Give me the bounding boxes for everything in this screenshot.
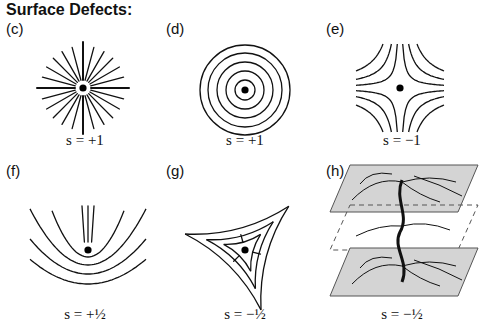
director-curve <box>352 265 402 284</box>
director-curve <box>261 206 289 310</box>
director-line <box>234 256 240 262</box>
panel-label: (d) <box>166 20 184 37</box>
director-circle <box>226 71 264 109</box>
defect-core <box>396 84 403 91</box>
charge-label: s = +1 <box>226 132 264 149</box>
director-line <box>47 92 76 109</box>
director-curve <box>409 44 444 79</box>
director-curve <box>360 173 392 184</box>
radial-defect <box>37 42 129 134</box>
defect-core <box>79 84 86 91</box>
hyperbolic-defect <box>356 44 444 132</box>
panel-label: (g) <box>166 162 184 179</box>
half-minus-defect <box>185 206 289 310</box>
director-curve <box>402 266 440 286</box>
director-line <box>90 67 119 84</box>
director-circle <box>235 80 255 100</box>
director-line <box>253 252 261 254</box>
director-line <box>87 95 104 124</box>
director-curve <box>356 44 391 79</box>
director-line <box>53 58 77 82</box>
panel-label: (c) <box>6 20 24 37</box>
director-curve <box>402 182 440 202</box>
director-curve <box>356 44 397 85</box>
half-plus-defect <box>30 206 146 284</box>
director-curve <box>30 259 146 284</box>
director-curve <box>356 44 383 71</box>
director-line <box>85 96 94 129</box>
director-line <box>62 52 79 81</box>
director-line <box>89 94 113 118</box>
charge-label: s = −1 <box>383 132 421 149</box>
panel-label: (e) <box>326 20 344 37</box>
layered-defect <box>330 165 478 296</box>
director-curve <box>417 44 444 71</box>
defect-core <box>241 246 248 253</box>
director-line <box>85 47 94 80</box>
charge-label: s = −½ <box>381 306 423 323</box>
charge-label: s = −½ <box>224 306 266 323</box>
director-line <box>82 96 84 134</box>
director-curve <box>402 224 450 230</box>
director-line <box>91 77 124 86</box>
defect-core <box>241 86 248 93</box>
director-curve <box>417 105 444 132</box>
director-line <box>42 77 75 86</box>
charge-label: s = +½ <box>64 306 106 323</box>
director-line <box>241 235 243 243</box>
director-line <box>89 58 113 82</box>
director-line <box>91 87 129 89</box>
director-curve <box>403 91 444 132</box>
director-circle <box>208 53 282 127</box>
director-curve <box>224 244 251 271</box>
director-curve <box>360 257 392 268</box>
director-curve <box>206 222 273 240</box>
defect-core <box>84 246 91 253</box>
director-curve <box>356 91 397 132</box>
director-curve <box>356 226 402 236</box>
figure-title: Surface Defects: <box>6 1 132 19</box>
director-curve <box>414 260 462 280</box>
director-curve <box>356 105 383 132</box>
panel-label: (h) <box>326 162 344 179</box>
director-line <box>82 206 84 242</box>
director-line <box>42 90 75 99</box>
director-line <box>72 96 81 129</box>
director-line <box>37 87 75 89</box>
director-curve <box>206 240 255 289</box>
director-curve <box>352 181 402 200</box>
director-circle <box>217 62 273 118</box>
director-line <box>87 206 88 242</box>
director-curve <box>185 206 289 234</box>
panel-label: (f) <box>6 162 20 179</box>
director-line <box>72 47 81 80</box>
director-curve <box>185 234 261 310</box>
director-curve <box>414 176 462 196</box>
director-line <box>53 94 77 118</box>
director-circle <box>200 45 290 135</box>
director-curve <box>30 239 146 274</box>
charge-label: s = +1 <box>66 132 104 149</box>
director-line <box>92 206 94 242</box>
director-curve <box>409 97 444 132</box>
director-line <box>82 42 84 80</box>
director-curve <box>255 222 273 289</box>
director-line <box>91 90 124 99</box>
director-curve <box>356 97 391 132</box>
circular-defect <box>200 45 290 135</box>
director-curve <box>403 44 444 85</box>
